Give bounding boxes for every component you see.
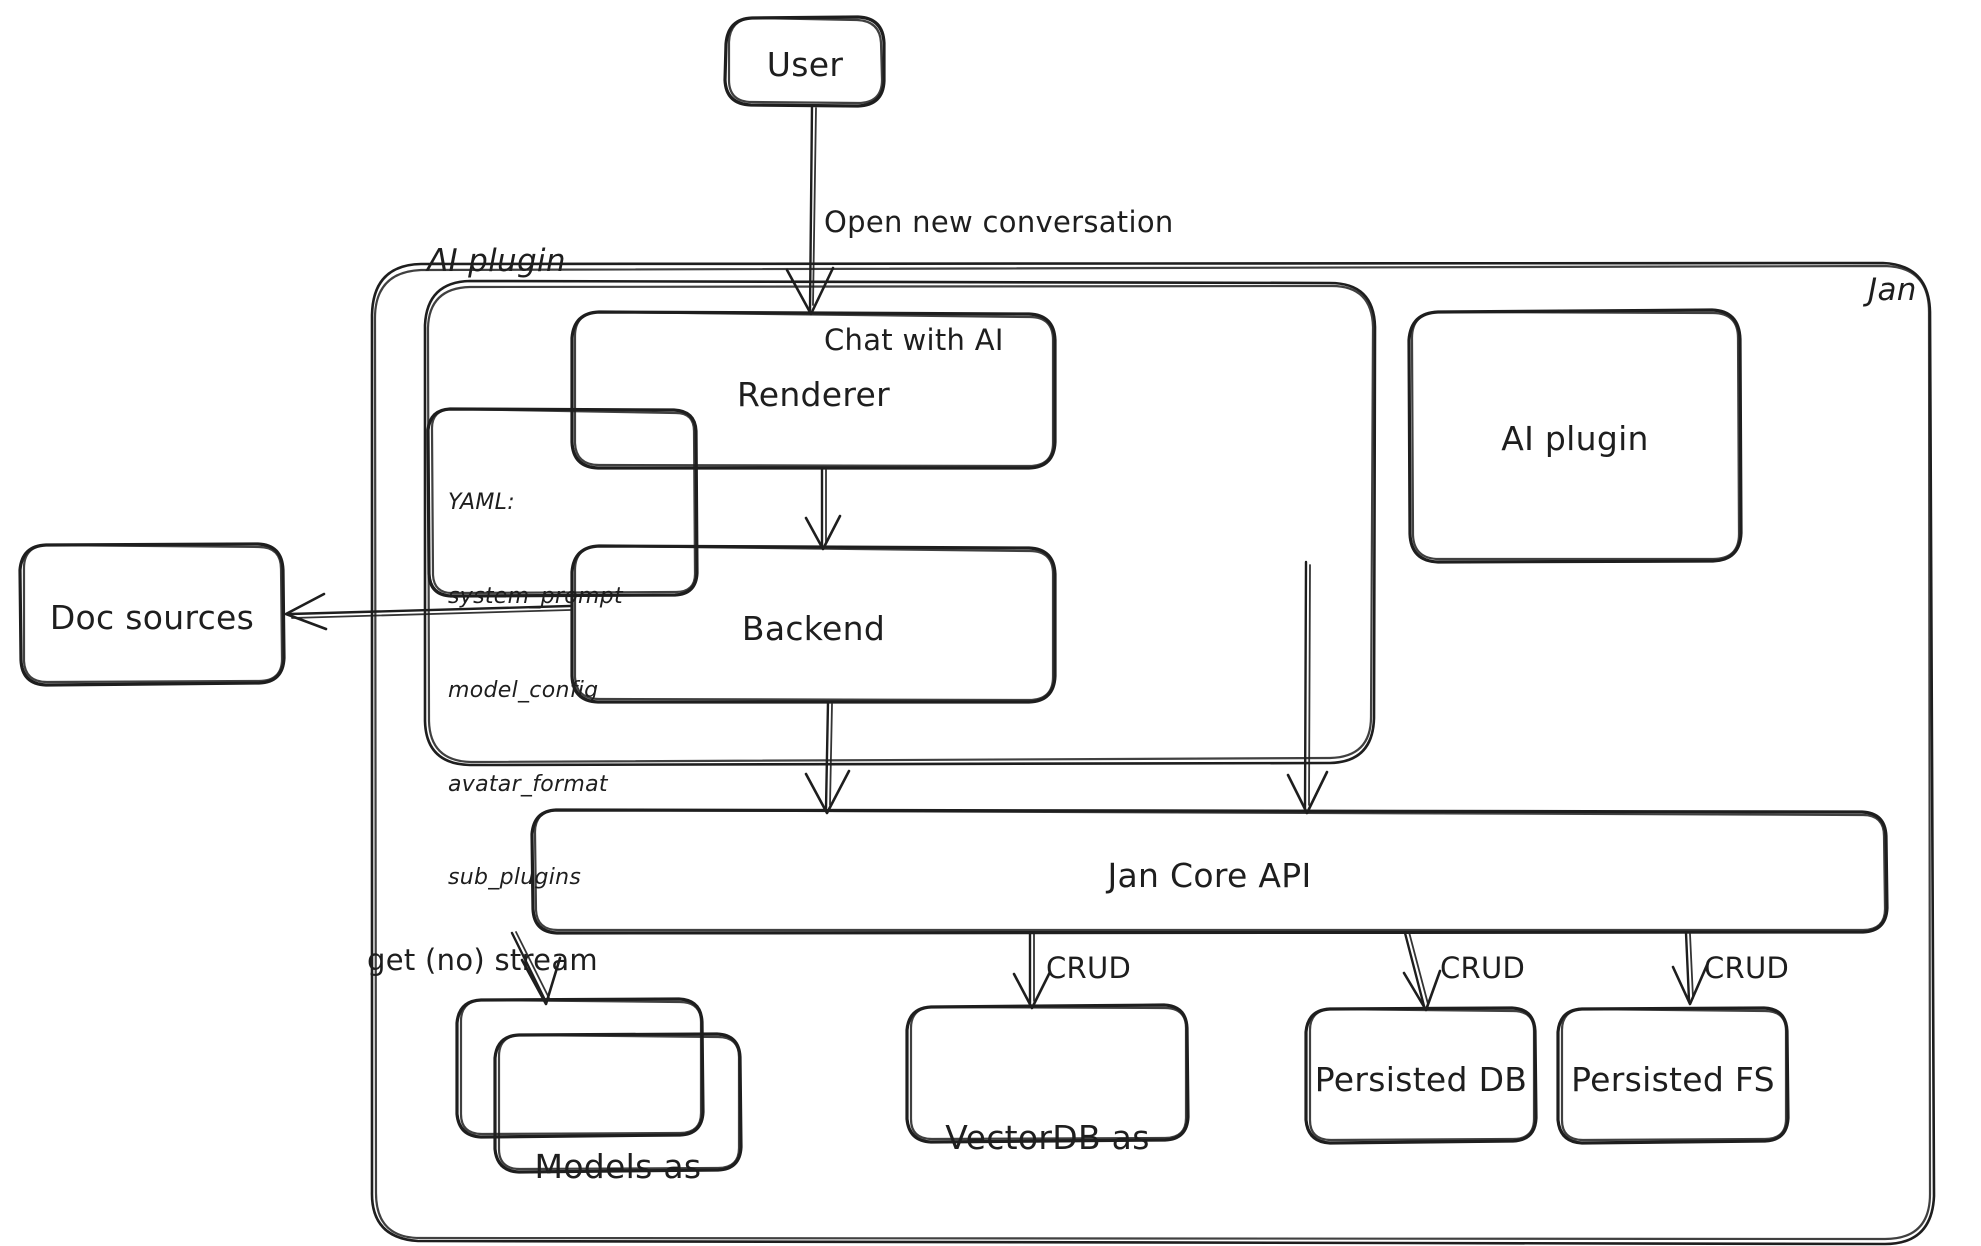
node-renderer-shape — [570, 310, 1057, 470]
edge-api-to-persisted-fs — [1671, 931, 1709, 1006]
node-user-label: User — [766, 45, 844, 84]
edge-api-to-vectordb — [1012, 931, 1052, 1010]
node-vectordb-plugin-shape — [905, 1003, 1190, 1144]
edge-label-user-to-renderer-line1: Open new conversation — [824, 204, 1174, 239]
node-renderer-label: Renderer — [736, 375, 891, 414]
edge-label-api-to-models: get (no) stream — [367, 943, 598, 977]
container-jan-label: Jan — [1868, 272, 1917, 308]
yaml-box-text: YAML: system_prompt model_config avatar_… — [448, 425, 623, 956]
edge-label-api-to-persisted-fs: CRUD — [1704, 951, 1790, 985]
node-jan-core-api-shape — [530, 808, 1889, 935]
yaml-key-system-prompt: system_prompt — [448, 584, 623, 610]
edge-ai-plugin-to-jan-core-api — [1286, 560, 1329, 815]
node-models-plugin-shape-back — [455, 997, 705, 1139]
node-ai-plugin-shape — [1407, 308, 1743, 564]
node-vectordb-plugin-label: VectorDB as plugin — [907, 1034, 1188, 1246]
node-backend-label: Backend — [741, 609, 886, 648]
container-ai-plugin-group-label: AI plugin — [427, 243, 566, 279]
node-ai-plugin-label: AI plugin — [1501, 419, 1649, 458]
yaml-key-model-config: model_config — [448, 677, 599, 703]
node-user-shape — [723, 15, 886, 108]
edge-label-api-to-persisted-db: CRUD — [1440, 951, 1526, 985]
edge-user-to-renderer — [785, 104, 835, 316]
edge-label-user-to-renderer-line2: Chat with AI — [824, 323, 1004, 358]
node-models-plugin-shape-front — [493, 1032, 743, 1174]
yaml-heading: YAML: — [448, 490, 515, 516]
container-jan-shape — [370, 261, 1936, 1246]
yaml-box-shape — [426, 407, 699, 598]
edge-renderer-to-backend — [804, 466, 842, 551]
node-persisted-db-label: Persisted DB — [1314, 1060, 1528, 1099]
edge-api-to-models — [510, 931, 562, 1006]
node-doc-sources-label: Doc sources — [49, 598, 255, 637]
yaml-key-sub-plugins: sub_plugins — [448, 865, 582, 891]
container-ai-plugin-group-shape — [423, 279, 1377, 767]
yaml-key-avatar-format: avatar_format — [448, 771, 608, 797]
edge-label-user-to-renderer: Open new conversation Chat with AI — [824, 124, 1174, 440]
node-persisted-db-shape — [1304, 1006, 1538, 1145]
edge-backend-to-jan-core-api — [804, 700, 851, 815]
node-backend-shape — [570, 544, 1057, 704]
node-vectordb-plugin-label-line1: VectorDB as — [945, 1117, 1150, 1157]
node-persisted-fs-shape — [1556, 1006, 1790, 1145]
node-models-plugin-label: Models as plugin — [495, 1063, 741, 1246]
edge-label-api-to-vectordb: CRUD — [1046, 951, 1132, 985]
node-persisted-fs-label: Persisted FS — [1571, 1060, 1775, 1099]
node-jan-core-api-label: Jan Core API — [1107, 856, 1312, 895]
node-doc-sources-shape — [18, 542, 286, 687]
edge-api-to-persisted-db — [1402, 931, 1442, 1012]
edge-backend-to-doc-sources — [284, 592, 572, 631]
node-vectordb-plugin-label-line2: plugin — [907, 1240, 1188, 1246]
node-models-plugin-label-line1: Models as — [534, 1146, 702, 1186]
